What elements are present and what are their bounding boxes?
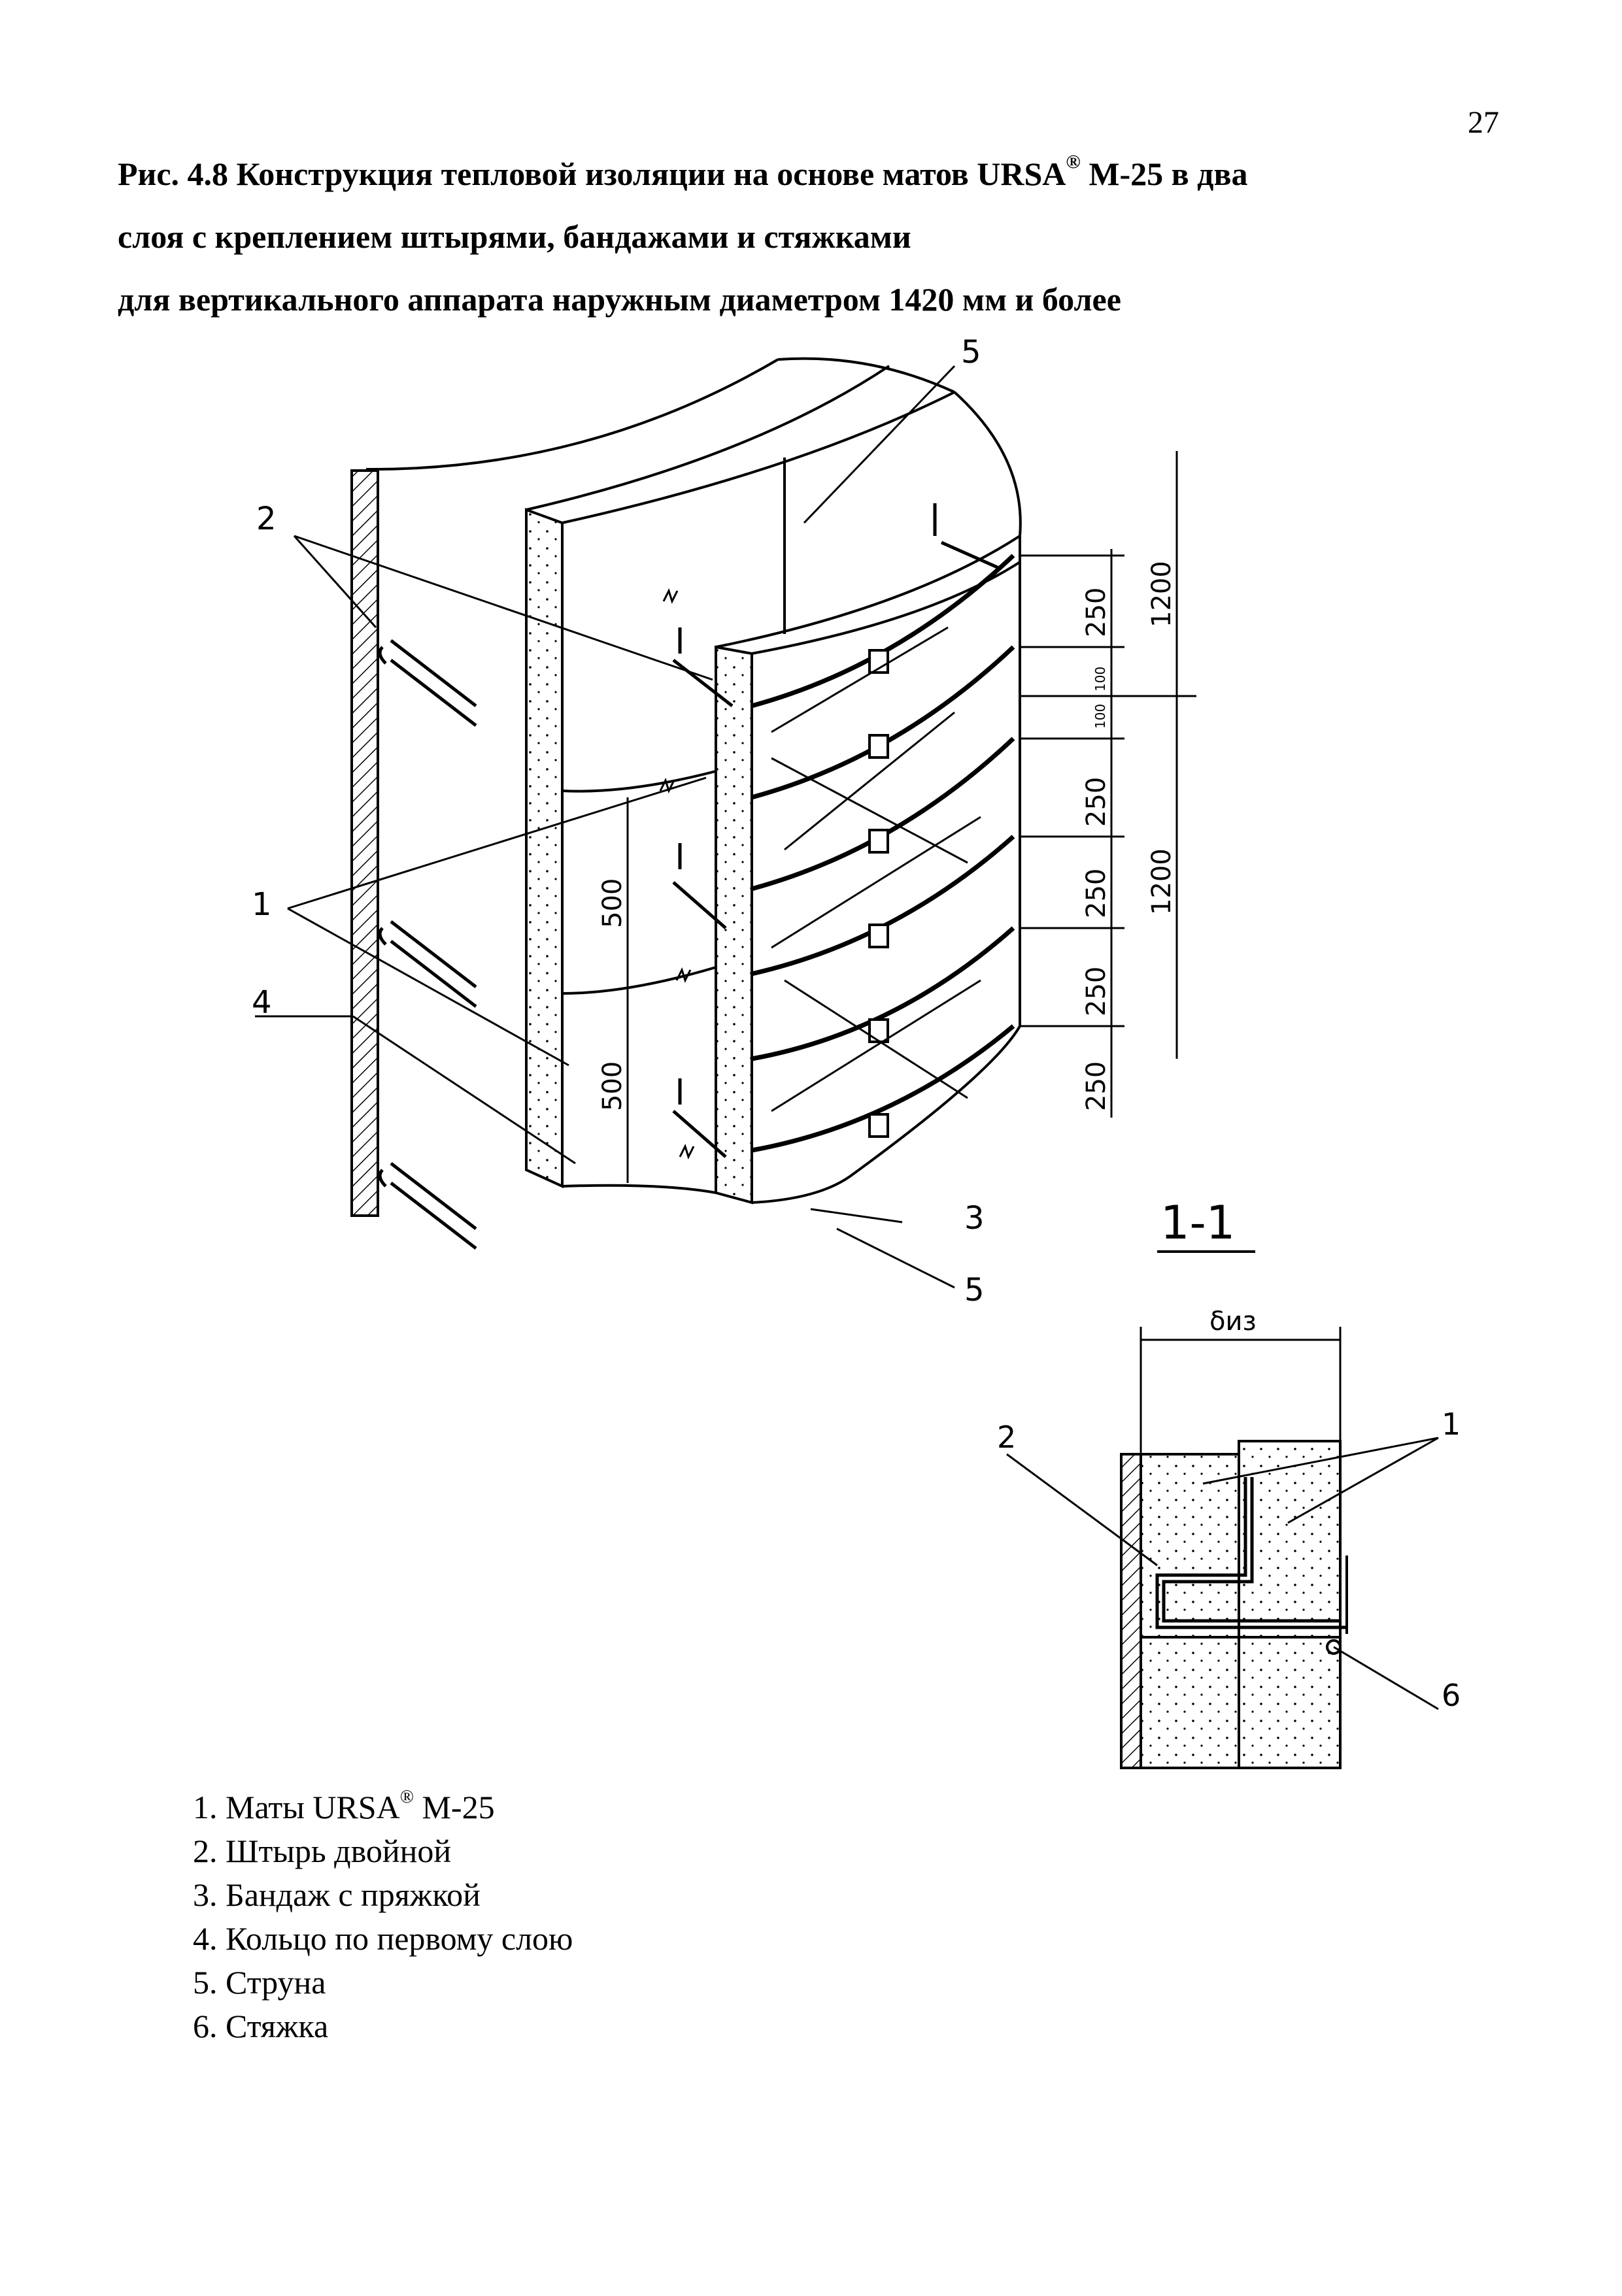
bandage: [751, 926, 1015, 1061]
main-view: [255, 357, 1196, 1289]
pins: [672, 503, 1002, 1158]
first-layer-mat: [525, 508, 564, 1189]
dim-100: 100: [1092, 667, 1108, 691]
section-1-1: 1-1 δиз 2 1 6: [997, 1196, 1461, 1769]
buckle: [868, 829, 889, 854]
section-callout-1: 1: [1442, 1406, 1461, 1442]
buckle: [868, 1018, 889, 1043]
legend-item: 2. Штырь двойной: [193, 1833, 452, 1869]
bandage: [751, 835, 1015, 976]
legend-item: 4. Кольцо по первому слою: [193, 1920, 573, 1957]
dim-100: 100: [1092, 704, 1108, 729]
callout-5-top: 5: [961, 334, 981, 371]
dim-250: 250: [1081, 967, 1111, 1016]
vessel-top-arc: [365, 358, 779, 471]
bandage: [751, 1024, 1015, 1153]
legend-item: 6. Стяжка: [193, 2008, 329, 2044]
dim-250: 250: [1081, 869, 1111, 918]
page-number: 27: [1468, 105, 1499, 140]
figure-caption: Рис. 4.8 Конструкция тепловой изоляции н…: [118, 142, 1523, 331]
section-title: 1-1: [1160, 1196, 1235, 1250]
dimension-lines: [1020, 451, 1196, 1118]
legend-item: 5. Струна: [193, 1964, 326, 2001]
bandage: [751, 554, 1015, 708]
buckle: [868, 649, 889, 674]
section-callout-6: 6: [1442, 1678, 1461, 1713]
thickness-label: δиз: [1209, 1306, 1257, 1337]
section-mat-outer: [1238, 1440, 1342, 1769]
dim-250: 250: [1081, 1061, 1111, 1111]
legend-item: 1. Маты URSA® М-25: [193, 1787, 495, 1826]
buckle: [868, 1113, 889, 1138]
legend-item: 3. Бандаж с пряжкой: [193, 1876, 481, 1913]
buckle: [868, 734, 889, 759]
legend: 1. Маты URSA® М-25 2. Штырь двойной 3. Бан…: [193, 1786, 573, 2048]
callout-5-bottom: 5: [964, 1272, 985, 1308]
dimension-labels: 250 100 100 250 250 250 250 1200 1200 50…: [598, 561, 1177, 1111]
strings: [771, 626, 981, 1112]
caption-line-3: для вертикального аппарата наружным диам…: [118, 281, 1121, 318]
dim-1200: 1200: [1147, 561, 1177, 627]
section-pin: [1155, 1477, 1347, 1629]
vessel-wall: [350, 469, 379, 1217]
buckle: [868, 923, 889, 948]
dim-500: 500: [598, 878, 628, 928]
callout-3: 3: [964, 1200, 985, 1237]
callout-1: 1: [252, 886, 272, 923]
callout-leaders: [255, 365, 956, 1289]
caption-line-1: Рис. 4.8 Конструкция тепловой изоляции н…: [118, 151, 1248, 193]
callout-2: 2: [256, 501, 277, 537]
callout-labels: 2 1 4 5 3 5: [252, 334, 985, 1308]
dim-1200: 1200: [1147, 848, 1177, 915]
section-callout-2: 2: [997, 1420, 1016, 1455]
dim-250: 250: [1081, 588, 1111, 637]
dim-250: 250: [1081, 777, 1111, 827]
dim-500: 500: [598, 1061, 628, 1111]
double-pin: [378, 639, 477, 1250]
caption-line-2: слоя с креплением штырями, бандажами и с…: [118, 218, 911, 255]
section-wall: [1120, 1453, 1142, 1769]
callout-4: 4: [252, 984, 272, 1021]
registered-mark: ®: [1066, 151, 1081, 173]
